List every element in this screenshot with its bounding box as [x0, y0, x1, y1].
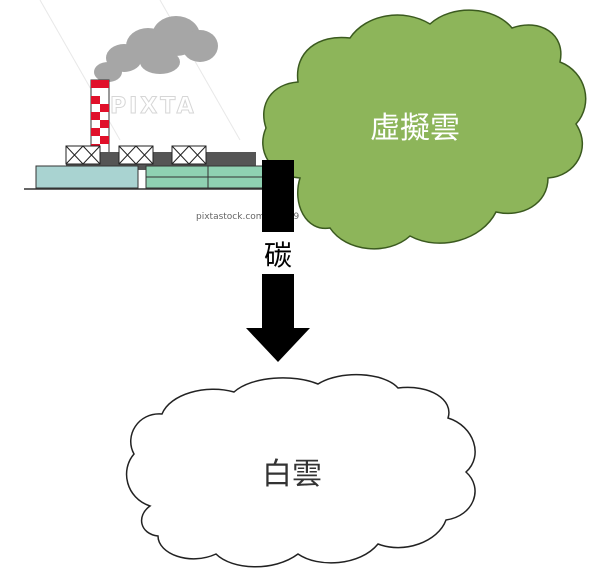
virtual-cloud-shape — [262, 9, 587, 250]
carbon-label: 碳 — [264, 239, 292, 272]
white-cloud-label: 白雲 — [262, 457, 322, 492]
factory-building-left — [35, 165, 139, 189]
white-cloud-shape — [125, 374, 476, 568]
roof-trusses — [65, 145, 207, 165]
watermark-logo: PIXTA — [110, 94, 197, 119]
smoke-cloud — [94, 16, 218, 82]
factory-illustration — [24, 16, 268, 190]
watermark-lines — [39, 0, 241, 141]
virtual-cloud-label: 虛擬雲 — [370, 111, 460, 146]
arrow-label-background — [262, 232, 294, 274]
watermark-caption: pixtastock.com - 6...19 — [196, 212, 300, 222]
